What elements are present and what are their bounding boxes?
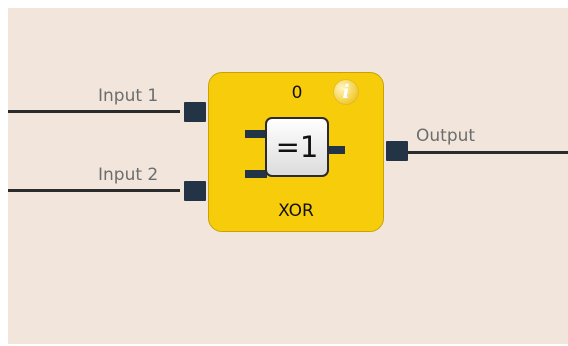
xor-gate-symbol: =1 [265,117,329,177]
input-2-pin[interactable] [184,181,206,201]
input-2-label: Input 2 [98,165,159,185]
input-1-wire[interactable] [8,110,180,113]
output-label: Output [416,126,476,146]
input-1-label: Input 1 [98,86,159,106]
gate-input-tick-1 [245,130,267,138]
input-2-wire[interactable] [8,189,180,192]
logic-canvas[interactable]: Input 1 Input 2 Output 0 i =1 XOR [8,8,568,344]
input-1-pin[interactable] [184,102,206,122]
output-pin[interactable] [386,141,408,161]
output-wire[interactable] [408,151,568,154]
xor-block[interactable]: 0 i =1 XOR [208,72,384,232]
block-type-label: XOR [278,201,314,221]
gate-input-tick-2 [245,170,267,178]
info-icon[interactable]: i [333,79,359,105]
block-counter: 0 [291,83,303,103]
gate-output-tick [327,146,345,154]
